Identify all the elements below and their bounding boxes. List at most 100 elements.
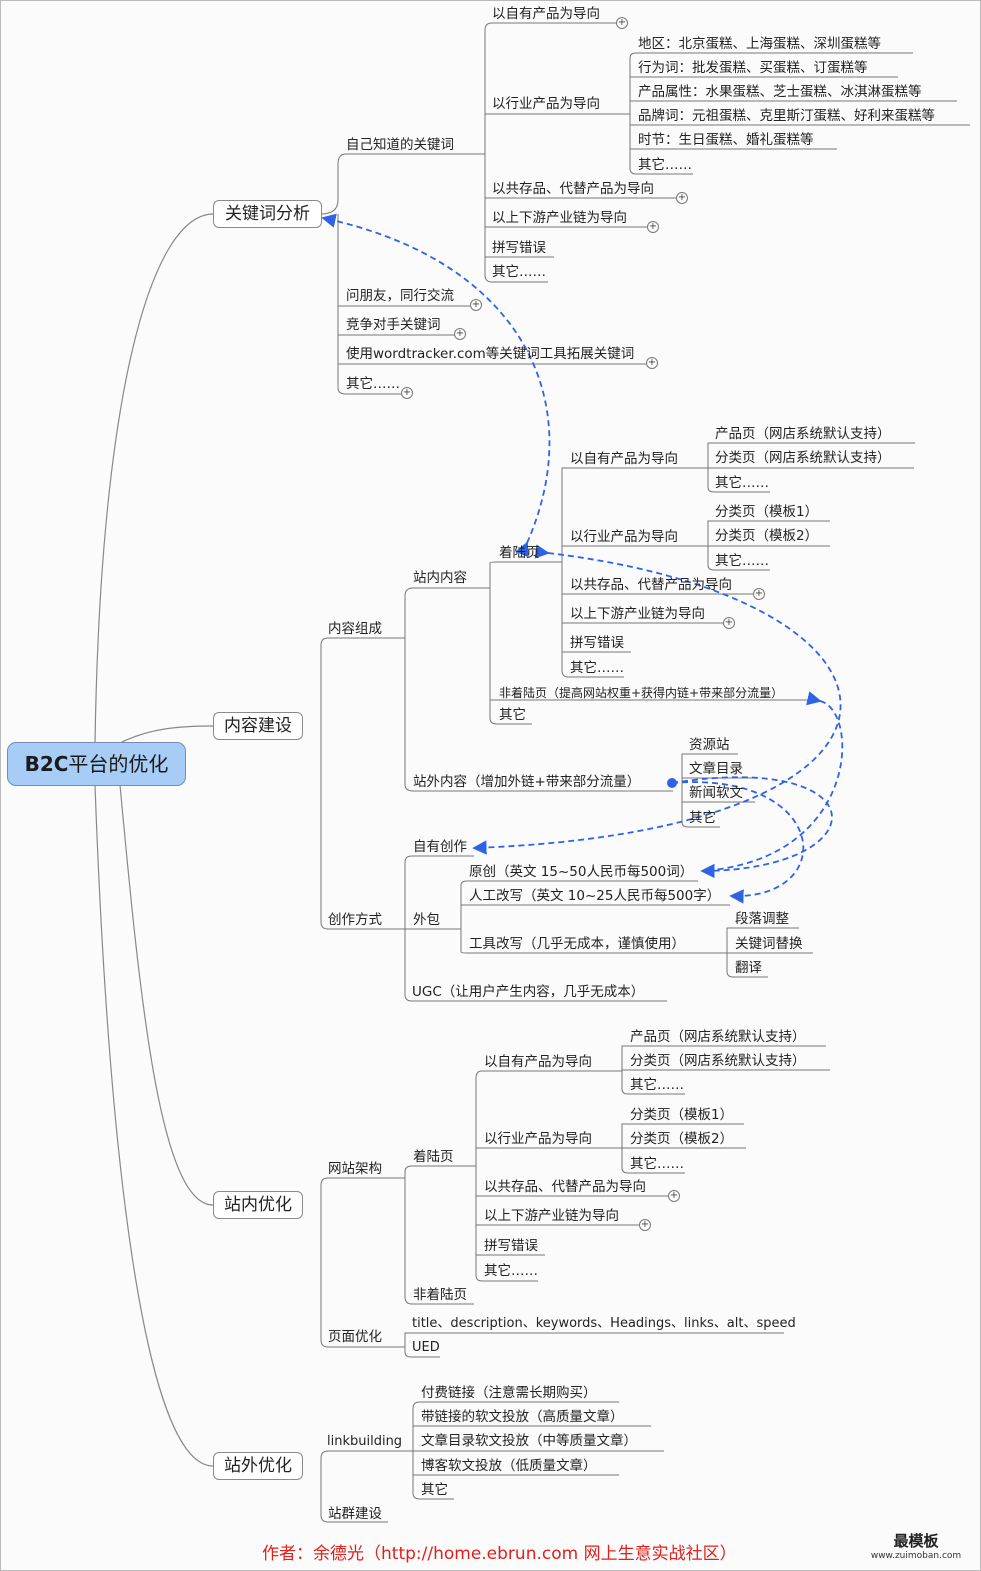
node-os-ind-tpl1[interactable]: 分类页（模板1） (630, 1107, 734, 1123)
node-lb-soft-high[interactable]: 带链接的软文投放（高质量文章） (421, 1409, 624, 1425)
node-os-ind-other[interactable]: 其它…… (630, 1156, 684, 1172)
root-node[interactable]: B2C平台的优化 (7, 742, 186, 786)
branch-onsite-optimization[interactable]: 站内优化 (213, 1191, 303, 1219)
expand-icon[interactable]: + (470, 299, 482, 311)
node-tool-translate[interactable]: 翻译 (735, 960, 762, 976)
branch-keyword-analysis[interactable]: 关键词分析 (213, 200, 322, 228)
node-kw-action[interactable]: 行为词：批发蛋糕、买蛋糕、订蛋糕等 (638, 60, 868, 76)
node-kw-other[interactable]: 其它…… (492, 264, 546, 280)
branch-content-building[interactable]: 内容建设 (213, 712, 303, 740)
node-kw-friends[interactable]: 问朋友，同行交流 (346, 288, 454, 304)
expand-icon[interactable]: + (646, 357, 658, 369)
node-ct-own-category[interactable]: 分类页（网店系统默认支持） (715, 450, 891, 466)
node-lb-other[interactable]: 其它 (421, 1482, 448, 1498)
node-non-landing[interactable]: 非着陆页（提高网站权重+获得内链+带来部分流量） (499, 686, 784, 700)
node-kw-typo[interactable]: 拼写错误 (492, 240, 546, 256)
node-kw-substitute[interactable]: 以共存品、代替产品为导向 (492, 181, 654, 197)
node-ct-own-other[interactable]: 其它…… (715, 475, 769, 491)
node-kw-tools[interactable]: 使用wordtracker.com等关键词工具拓展关键词 (346, 346, 635, 362)
expand-icon[interactable]: + (616, 17, 628, 29)
node-ct-chain[interactable]: 以上下游产业链为导向 (570, 606, 705, 622)
node-tool-paragraph[interactable]: 段落调整 (735, 911, 789, 927)
node-kw-competitor[interactable]: 竞争对手关键词 (346, 317, 441, 333)
expand-icon[interactable]: + (454, 328, 466, 340)
branch-offsite-optimization[interactable]: 站外优化 (213, 1452, 303, 1480)
node-kw-chain[interactable]: 以上下游产业链为导向 (492, 210, 627, 226)
edge-root-keyword (94, 213, 214, 746)
node-outsource[interactable]: 外包 (413, 912, 440, 928)
node-page-optimization[interactable]: 页面优化 (328, 1329, 382, 1345)
node-ct-substitute[interactable]: 以共存品、代替产品为导向 (570, 577, 732, 593)
node-kw-own[interactable]: 以自有产品为导向 (492, 6, 600, 22)
node-ct-other2[interactable]: 其它 (499, 707, 526, 723)
root-prefix: B2C (24, 752, 69, 776)
node-kw-attribute[interactable]: 产品属性：水果蛋糕、芝士蛋糕、冰淇淋蛋糕等 (638, 84, 922, 100)
node-content-composition[interactable]: 内容组成 (328, 621, 382, 637)
node-site-architecture[interactable]: 网站架构 (328, 1161, 382, 1177)
node-kw-brand[interactable]: 品牌词：元祖蛋糕、克里斯汀蛋糕、好利来蛋糕等 (638, 108, 935, 124)
brand-url: www.zuimoban.com (870, 1551, 962, 1561)
node-ct-industry[interactable]: 以行业产品为导向 (570, 529, 678, 545)
expand-icon[interactable]: + (668, 1190, 680, 1202)
node-kw-ind-other[interactable]: 其它…… (638, 157, 692, 173)
node-os-other[interactable]: 其它…… (484, 1263, 538, 1279)
node-page-ued[interactable]: UED (412, 1340, 440, 1355)
node-tool-rewrite[interactable]: 工具改写（几乎无成本，谨慎使用） (469, 936, 685, 952)
relation-arrow-nonlanding (701, 691, 844, 872)
node-landing-page[interactable]: 着陆页 (499, 545, 540, 561)
expand-icon[interactable]: + (401, 387, 413, 399)
node-kw-other2[interactable]: 其它…… (346, 376, 400, 392)
node-ct-ind-other[interactable]: 其它…… (715, 553, 769, 569)
node-page-tags[interactable]: title、description、keywords、Headings、link… (412, 1316, 796, 1331)
node-os-nonlanding[interactable]: 非着陆页 (413, 1287, 467, 1303)
expand-icon[interactable]: + (639, 1219, 651, 1231)
node-linkbuilding[interactable]: linkbuilding (327, 1434, 403, 1449)
node-self-creation[interactable]: 自有创作 (413, 839, 467, 855)
node-ugc[interactable]: UGC（让用户产生内容，几乎无成本） (412, 984, 645, 1000)
node-os-own-other[interactable]: 其它…… (630, 1077, 684, 1093)
brand-name: 最模板 (893, 1532, 939, 1550)
node-kw-season[interactable]: 时节：生日蛋糕、婚礼蛋糕等 (638, 132, 814, 148)
node-os-industry[interactable]: 以行业产品为导向 (484, 1131, 592, 1147)
node-lb-blog[interactable]: 博客软文投放（低质量文章） (421, 1458, 597, 1474)
node-os-own-product[interactable]: 产品页（网店系统默认支持） (630, 1029, 806, 1045)
node-os-typo[interactable]: 拼写错误 (484, 1238, 538, 1254)
node-ct-ind-tpl1[interactable]: 分类页（模板1） (715, 504, 819, 520)
node-os-own[interactable]: 以自有产品为导向 (484, 1054, 592, 1070)
node-os-substitute[interactable]: 以共存品、代替产品为导向 (484, 1179, 646, 1195)
expand-icon[interactable]: + (723, 617, 735, 629)
edge-root-content (119, 725, 214, 744)
node-ct-typo[interactable]: 拼写错误 (570, 635, 624, 651)
expand-icon[interactable]: + (753, 588, 765, 600)
node-off-news[interactable]: 新闻软文 (689, 785, 743, 801)
node-off-resource[interactable]: 资源站 (689, 737, 730, 753)
node-lb-directory[interactable]: 文章目录软文投放（中等质量文章） (421, 1433, 637, 1449)
node-ct-ind-tpl2[interactable]: 分类页（模板2） (715, 528, 819, 544)
expand-icon[interactable]: + (676, 192, 688, 204)
node-lb-paid[interactable]: 付费链接（注意需长期购买） (421, 1385, 597, 1401)
node-off-other[interactable]: 其它 (689, 810, 716, 826)
node-onsite-content[interactable]: 站内内容 (413, 570, 467, 586)
node-tool-keyword[interactable]: 关键词替换 (735, 936, 803, 952)
node-ct-own-product[interactable]: 产品页（网店系统默认支持） (715, 426, 891, 442)
node-os-own-category[interactable]: 分类页（网店系统默认支持） (630, 1053, 806, 1069)
node-known-keywords[interactable]: 自己知道的关键词 (346, 137, 454, 153)
edge-root-onsite (119, 784, 214, 1206)
node-original[interactable]: 原创（英文 15~50人民币每500词） (469, 864, 694, 880)
node-ct-other[interactable]: 其它…… (570, 660, 624, 676)
node-kw-region[interactable]: 地区：北京蛋糕、上海蛋糕、深圳蛋糕等 (638, 36, 881, 52)
node-kw-industry[interactable]: 以行业产品为导向 (492, 96, 600, 112)
root-suffix: 平台的优化 (68, 752, 169, 776)
node-offsite-content[interactable]: 站外内容（增加外链+带来部分流量） (413, 774, 641, 790)
node-creation-method[interactable]: 创作方式 (328, 912, 382, 928)
expand-icon[interactable]: + (647, 221, 659, 233)
node-os-ind-tpl2[interactable]: 分类页（模板2） (630, 1131, 734, 1147)
relation-arrow-keyword-landing (321, 213, 551, 558)
node-ct-own[interactable]: 以自有产品为导向 (570, 451, 678, 467)
node-site-group[interactable]: 站群建设 (328, 1506, 382, 1522)
node-os-landing[interactable]: 着陆页 (413, 1149, 454, 1165)
node-off-directory[interactable]: 文章目录 (689, 761, 743, 777)
node-os-chain[interactable]: 以上下游产业链为导向 (484, 1208, 619, 1224)
node-manual-rewrite[interactable]: 人工改写（英文 10~25人民币每500字） (469, 888, 721, 904)
